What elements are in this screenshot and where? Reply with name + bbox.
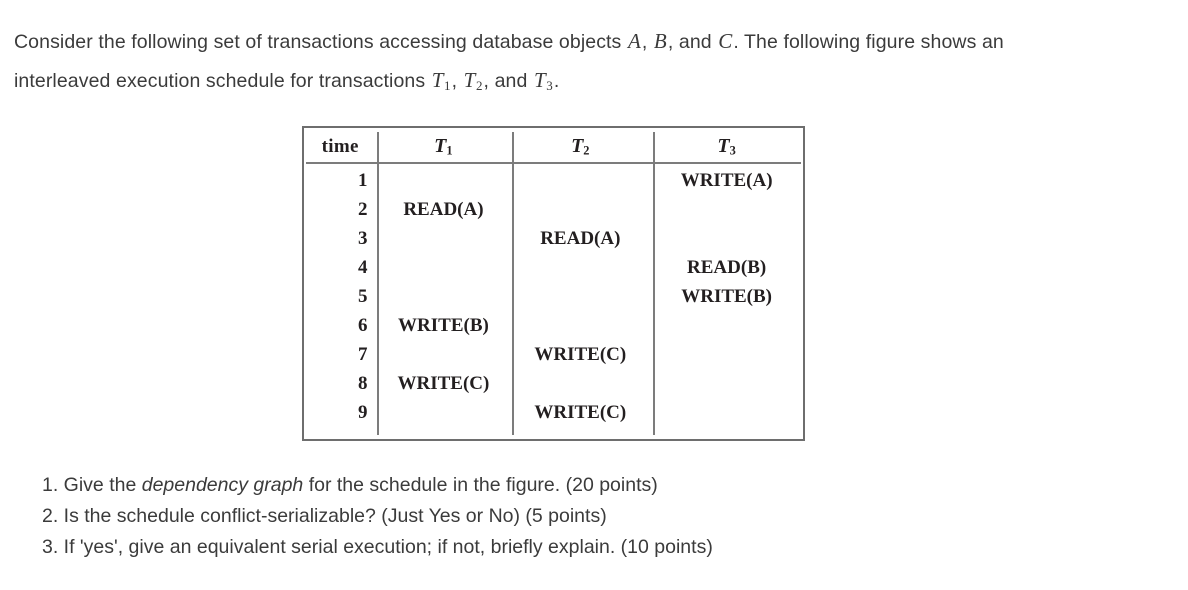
variable-a: A	[627, 29, 641, 53]
header-cell-t2: T2	[510, 135, 650, 158]
question-1-text-part2: for the schedule in the figure. (20 poin…	[303, 474, 658, 496]
header-cell-t1: T1	[376, 135, 510, 158]
intro-separator-1: ,	[641, 31, 653, 53]
variable-t3-subscript: 3	[546, 77, 553, 93]
schedule-figure: time T1 T2 T3 1 WRITE(A) 2 READ(A) 3 R	[302, 126, 805, 441]
question-item-1: 1. Give the dependency graph for the sch…	[42, 470, 1042, 501]
cell-t3: READ(B)	[687, 256, 767, 278]
cell-time: 9	[357, 401, 368, 423]
variable-t2: T2	[463, 68, 484, 93]
cell-t1: READ(A)	[403, 198, 484, 220]
question-item-2: 2. Is the schedule conflict-serializable…	[42, 505, 607, 527]
column-divider-t1	[512, 132, 514, 435]
question-list: 1. Give the dependency graph for the sch…	[42, 470, 1042, 563]
cell-t1: WRITE(C)	[397, 372, 490, 394]
cell-time: 7	[357, 343, 368, 365]
table-row: 6 WRITE(B)	[304, 311, 803, 340]
table-row: 3 READ(A)	[304, 224, 803, 253]
schedule-table-body: time T1 T2 T3 1 WRITE(A) 2 READ(A) 3 R	[304, 128, 803, 439]
intro-text-part4: .	[553, 70, 560, 92]
cell-time: 8	[357, 372, 368, 394]
intro-separator-4: , and	[483, 70, 533, 92]
variable-t2-base: T	[463, 68, 476, 92]
variable-c: C	[718, 29, 733, 53]
cell-time: 4	[357, 256, 368, 278]
cell-t2: WRITE(C)	[534, 401, 627, 423]
intro-text-part1: Consider the following set of transactio…	[14, 31, 627, 53]
header-t3-base: T	[717, 134, 730, 157]
question-1-emphasis: dependency graph	[141, 474, 304, 496]
intro-paragraph: Consider the following set of transactio…	[14, 22, 1104, 105]
cell-t2: READ(A)	[540, 227, 621, 249]
variable-t1: T1	[431, 68, 452, 93]
header-cell-t3: T3	[650, 135, 803, 158]
question-item-3: 3. If 'yes', give an equivalent serial e…	[42, 536, 713, 558]
cell-t3: WRITE(A)	[680, 169, 773, 191]
intro-separator-2: , and	[667, 31, 718, 53]
header-t2-base: T	[571, 134, 584, 157]
table-row: 7 WRITE(C)	[304, 340, 803, 369]
variable-t1-subscript: 1	[444, 77, 451, 93]
table-row: 4 READ(B)	[304, 253, 803, 282]
table-row: 9 WRITE(C)	[304, 398, 803, 427]
question-1-text-part1: 1. Give the	[42, 474, 142, 496]
header-t2-subscript: 2	[583, 143, 590, 158]
header-t3-subscript: 3	[729, 143, 736, 158]
table-row: 2 READ(A)	[304, 195, 803, 224]
table-row: 8 WRITE(C)	[304, 369, 803, 398]
table-row: 5 WRITE(B)	[304, 282, 803, 311]
intro-separator-3: ,	[451, 70, 463, 92]
intro-text-part3: figure shows an interleaved execution sc…	[14, 31, 1004, 92]
intro-text-part2: . The following	[733, 31, 861, 53]
variable-t3-base: T	[533, 68, 546, 92]
header-cell-time: time	[321, 135, 359, 157]
cell-time: 2	[357, 198, 368, 220]
header-t1-base: T	[434, 134, 447, 157]
header-t1-subscript: 1	[446, 143, 453, 158]
variable-t3: T3	[533, 68, 554, 93]
header-rule	[306, 162, 801, 164]
cell-time: 3	[357, 227, 368, 249]
cell-t2: WRITE(C)	[534, 343, 627, 365]
column-divider-time	[377, 132, 379, 435]
variable-t1-base: T	[431, 68, 444, 92]
cell-time: 5	[357, 285, 368, 307]
column-divider-t2	[653, 132, 655, 435]
table-row: 1 WRITE(A)	[304, 166, 803, 195]
variable-b: B	[653, 29, 667, 53]
variable-t2-subscript: 2	[475, 77, 483, 93]
cell-t3: WRITE(B)	[681, 285, 773, 307]
table-header-row: time T1 T2 T3	[304, 131, 803, 162]
cell-time: 6	[357, 314, 368, 336]
cell-time: 1	[357, 169, 368, 191]
schedule-table: time T1 T2 T3 1 WRITE(A) 2 READ(A) 3 R	[302, 126, 805, 441]
cell-t1: WRITE(B)	[398, 314, 489, 336]
